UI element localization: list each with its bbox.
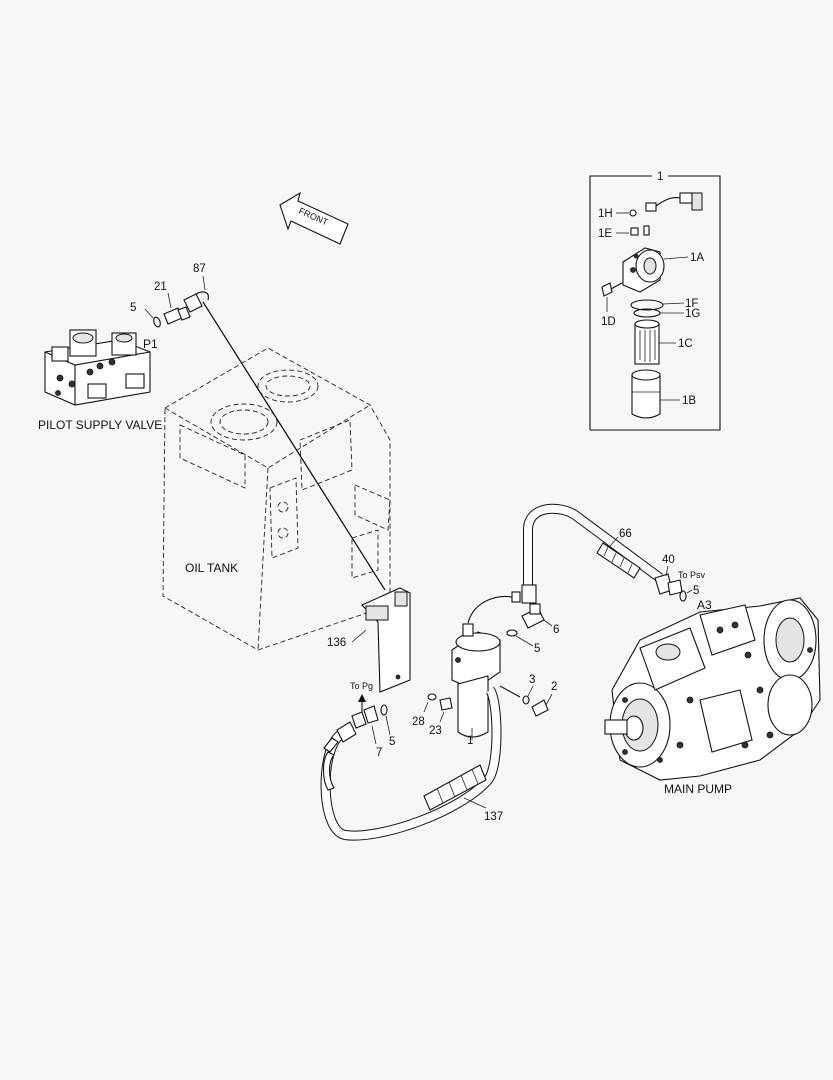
callout-5-right: 5 [693,585,699,597]
bolt-2-washer-3: 3 2 [499,674,557,717]
inset-title: 1 [657,171,663,183]
main-pump: MAIN PUMP [604,597,821,796]
filter-inset-box: 1 1H 1E 1A 1D 1F 1G [589,171,721,431]
callout-1G: 1G [685,308,700,320]
pilot-valve-fittings: 5 21 87 [130,263,386,591]
plug-23-oring-28: 28 23 [412,693,453,737]
main-pump-label: MAIN PUMP [664,782,732,796]
callout-1H: 1H [598,208,613,220]
callout-1D: 1D [601,316,616,328]
filter-inlet-fittings: 6 5 [506,603,559,655]
callout-3: 3 [529,674,535,686]
callout-1A: 1A [690,252,704,264]
callout-28: 28 [412,716,425,728]
callout-5-low: 5 [389,736,395,748]
hose-66: 66 [521,503,663,604]
callout-40: 40 [662,554,675,566]
callout-136: 136 [327,637,346,649]
hose-137: 137 To Pg 7 5 [320,681,503,841]
callout-1C: 1C [678,338,693,350]
oil-tank-label: OIL TANK [185,561,238,575]
to-psv-label: To Psv [678,570,706,580]
callout-21: 21 [154,281,167,293]
callout-87: 87 [193,263,206,275]
callout-7: 7 [376,747,382,759]
callout-5-top: 5 [130,302,136,314]
to-pg-label: To Pg [350,681,373,691]
pilot-supply-valve: P1 PILOT SUPPLY VALVE [38,329,162,432]
port-p1-label: P1 [143,337,158,351]
callout-1B: 1B [682,395,696,407]
callout-137: 137 [484,811,503,823]
psv-fittings: 40 To Psv 5 A3 [654,554,712,612]
callout-6: 6 [553,624,559,636]
pilot-supply-valve-label: PILOT SUPPLY VALVE [38,418,162,432]
port-a3-label: A3 [697,598,712,612]
callout-2: 2 [551,681,557,693]
callout-23: 23 [429,725,442,737]
oil-tank: OIL TANK [162,347,391,651]
callout-5-mid: 5 [534,643,540,655]
callout-66: 66 [619,528,632,540]
callout-1F: 1F [685,298,698,310]
callout-1E: 1E [598,228,612,240]
front-arrow: FRONT [279,191,349,245]
line-filter-1: 1 [451,591,521,747]
callout-1: 1 [467,735,473,747]
bracket-136: 136 [327,587,411,693]
